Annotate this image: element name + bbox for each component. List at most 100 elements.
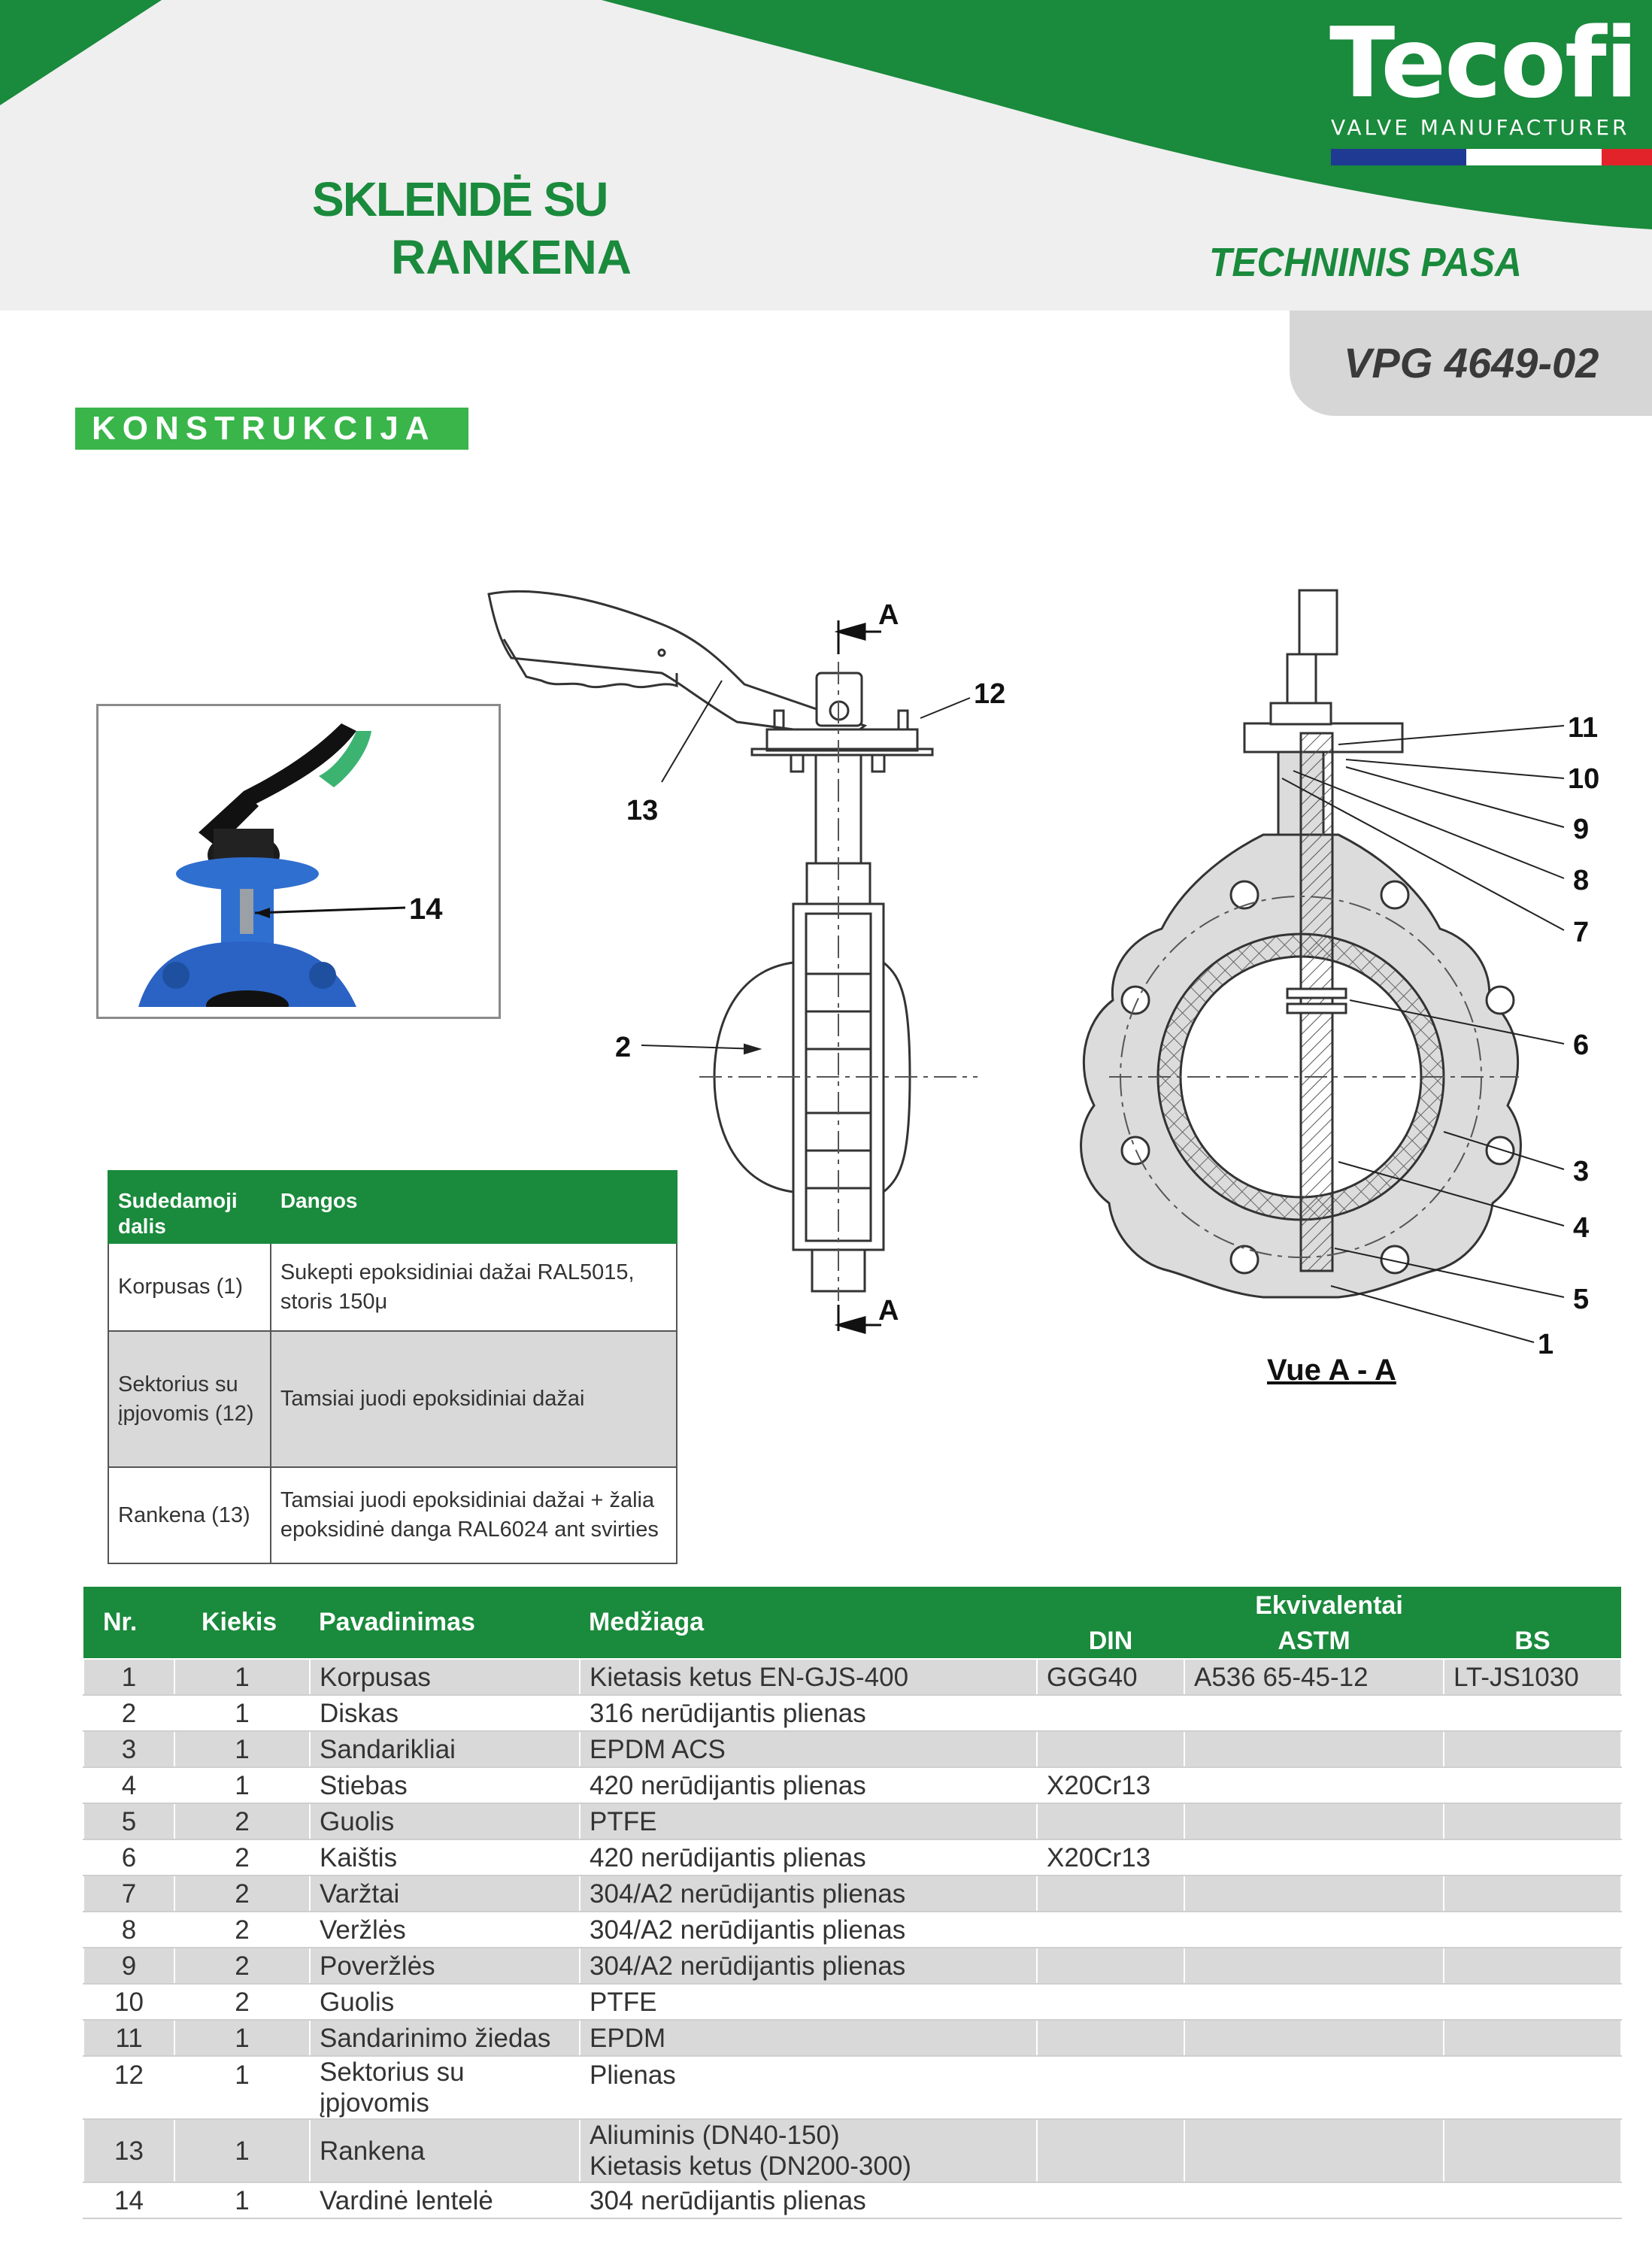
parts-bs	[1442, 1875, 1623, 1912]
parts-din	[1036, 2055, 1185, 2120]
coatings-row: Rankena (13) Tamsiai juodi epoksidiniai …	[108, 1466, 678, 1564]
parts-material: PTFE	[579, 1983, 1038, 2021]
parts-name: Diskas	[309, 1694, 580, 1732]
parts-din: GGG40	[1036, 1658, 1185, 1696]
parts-name: Guolis	[309, 1803, 580, 1840]
section-label: KONSTRUKCIJA	[75, 408, 468, 450]
parts-qty: 2	[174, 1947, 311, 1985]
parts-material: 316 nerūdijantis plienas	[579, 1694, 1038, 1732]
parts-name: Stiebas	[309, 1766, 580, 1804]
coatings-part: Sektorius su įpjovomis (12)	[108, 1330, 271, 1468]
parts-nr: 6	[83, 1839, 175, 1876]
parts-qty: 2	[174, 1911, 311, 1948]
view-caption: Vue A - A	[1267, 1354, 1396, 1387]
parts-nr: 10	[83, 1983, 175, 2021]
parts-qty: 1	[174, 1694, 311, 1732]
parts-nr: 9	[83, 1947, 175, 1985]
coatings-value: Tamsiai juodi epoksidiniai dažai + žalia…	[269, 1466, 678, 1564]
parts-name: Vardinė lentelė	[309, 2182, 580, 2219]
parts-table: Nr. Kiekis Pavadinimas Medžiaga Ekvivale…	[83, 1587, 1623, 2219]
parts-astm	[1184, 1766, 1444, 1804]
parts-material: 304/A2 nerūdijantis plienas	[579, 1947, 1038, 1985]
coatings-header-part: Sudedamoji dalis	[108, 1170, 271, 1244]
parts-din	[1036, 1875, 1185, 1912]
parts-astm	[1184, 2019, 1444, 2057]
parts-name: Rankena	[309, 2118, 580, 2183]
parts-qty: 2	[174, 1839, 311, 1876]
parts-din	[1036, 1803, 1185, 1840]
section-view	[1080, 589, 1522, 1299]
parts-astm	[1184, 1911, 1444, 1948]
callout-2: 2	[615, 1032, 631, 1063]
product-photo-frame: 14	[96, 704, 501, 1019]
parts-din	[1036, 2182, 1185, 2219]
doc-code: VPG 4649-02	[1344, 339, 1599, 387]
parts-bs	[1442, 1694, 1623, 1732]
section-marks	[834, 620, 881, 1334]
callout-5: 5	[1573, 1284, 1589, 1315]
parts-nr: 14	[83, 2182, 175, 2219]
parts-nr: 13	[83, 2118, 175, 2183]
page-title-line2: RANKENA	[391, 230, 632, 284]
parts-header-qty: Kiekis	[174, 1587, 310, 1659]
parts-astm	[1184, 1839, 1444, 1876]
coatings-part: Rankena (13)	[108, 1466, 271, 1564]
parts-name: Veržlės	[309, 1911, 580, 1948]
coatings-value: Tamsiai juodi epoksidiniai dažai	[269, 1330, 678, 1468]
section-mark-top: A	[878, 599, 899, 631]
parts-bs	[1442, 1947, 1623, 1985]
parts-material: Plienas	[579, 2055, 1038, 2120]
parts-din	[1036, 1911, 1185, 1948]
valve-photo-illustration: 14	[138, 723, 443, 1007]
coatings-row: Korpusas (1) Sukepti epoksidiniai dažai …	[108, 1242, 678, 1332]
parts-nr: 1	[83, 1658, 175, 1696]
parts-astm	[1184, 2118, 1444, 2183]
parts-material: 420 nerūdijantis plienas	[579, 1839, 1038, 1876]
parts-header-bs: BS	[1444, 1624, 1622, 1659]
parts-bs	[1442, 2118, 1623, 2183]
parts-bs	[1442, 2055, 1623, 2120]
callout-1: 1	[1538, 1329, 1553, 1360]
parts-name: Varžtai	[309, 1875, 580, 1912]
parts-bs	[1442, 2019, 1623, 2057]
parts-header-name: Pavadinimas	[310, 1587, 580, 1659]
parts-nr: 12	[83, 2055, 175, 2120]
parts-header-material: Medžiaga	[580, 1587, 1037, 1659]
callout-14: 14	[409, 893, 443, 926]
parts-din	[1036, 2019, 1185, 2057]
parts-material: PTFE	[579, 1803, 1038, 1840]
parts-qty: 1	[174, 1766, 311, 1804]
parts-material-line1: Aliuminis (DN40-150)	[590, 2121, 840, 2150]
parts-material: Kietasis ketus EN-GJS-400	[579, 1658, 1038, 1696]
callout-12: 12	[974, 678, 1005, 710]
parts-material: 304/A2 nerūdijantis plienas	[579, 1875, 1038, 1912]
parts-material: EPDM	[579, 2019, 1038, 2057]
doc-code-tab	[1290, 311, 1652, 416]
parts-astm	[1184, 2182, 1444, 2219]
product-photo: 14	[108, 716, 489, 1007]
parts-header-din: DIN	[1037, 1624, 1184, 1659]
parts-din	[1036, 1983, 1185, 2021]
french-flag-stripe	[1331, 149, 1652, 165]
parts-qty: 1	[174, 2118, 311, 2183]
parts-material: 420 nerūdijantis plienas	[579, 1766, 1038, 1804]
parts-nr: 5	[83, 1803, 175, 1840]
parts-qty: 2	[174, 1803, 311, 1840]
callout-8: 8	[1573, 865, 1589, 896]
parts-material: Aliuminis (DN40-150)Kietasis ketus (DN20…	[579, 2118, 1038, 2183]
parts-din: X20Cr13	[1036, 1839, 1185, 1876]
parts-astm	[1184, 1947, 1444, 1985]
parts-bs	[1442, 2182, 1623, 2219]
callout-4: 4	[1573, 1212, 1589, 1244]
parts-bs	[1442, 1766, 1623, 1804]
parts-nr: 3	[83, 1730, 175, 1768]
